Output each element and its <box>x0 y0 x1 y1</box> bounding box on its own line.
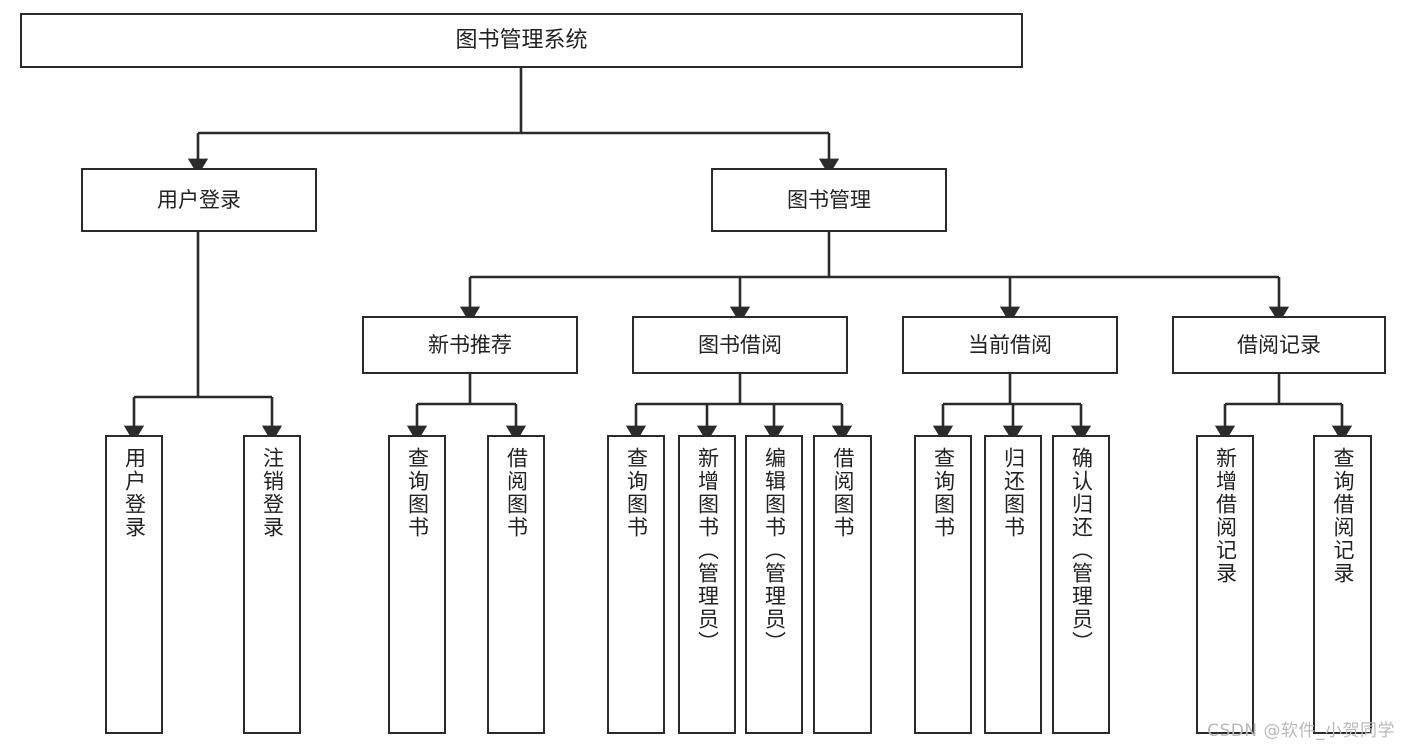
node-label-leaf_add_book: 新增图书（管理员） <box>695 447 720 654</box>
node-book_manage[interactable]: 图书管理 <box>711 168 947 232</box>
node-root[interactable]: 图书管理系统 <box>20 13 1023 68</box>
node-user_login[interactable]: 用户登录 <box>81 168 317 232</box>
node-label-leaf_query_rec: 查询借阅记录 <box>1331 447 1355 585</box>
node-leaf_query_2[interactable]: 查询图书 <box>607 435 665 734</box>
node-book_borrow[interactable]: 图书借阅 <box>632 316 848 374</box>
node-label-leaf_query_3: 查询图书 <box>931 447 956 539</box>
node-label-leaf_add_rec: 新增借阅记录 <box>1213 447 1238 585</box>
node-label-root: 图书管理系统 <box>455 27 588 53</box>
node-new_book_rec[interactable]: 新书推荐 <box>362 316 578 374</box>
node-leaf_query_3[interactable]: 查询图书 <box>914 435 972 734</box>
node-label-leaf_query_2: 查询图书 <box>624 447 649 539</box>
node-label-leaf_query_1: 查询图书 <box>405 447 430 539</box>
node-label-borrow_record: 借阅记录 <box>1237 332 1321 357</box>
node-label-leaf_return: 归还图书 <box>1001 447 1026 539</box>
node-leaf_add_rec[interactable]: 新增借阅记录 <box>1196 435 1254 734</box>
node-label-current_borrow: 当前借阅 <box>968 332 1052 357</box>
node-leaf_add_book[interactable]: 新增图书（管理员） <box>678 435 736 734</box>
node-label-book_manage: 图书管理 <box>787 187 871 212</box>
node-label-new_book_rec: 新书推荐 <box>428 332 512 357</box>
node-leaf_query_rec[interactable]: 查询借阅记录 <box>1313 435 1372 734</box>
watermark-text: CSDN @软件_小贺同学 <box>1207 721 1395 741</box>
node-leaf_borrow_1[interactable]: 借阅图书 <box>487 435 545 734</box>
node-label-leaf_user_login: 用户登录 <box>122 447 147 539</box>
node-leaf_edit_book[interactable]: 编辑图书（管理员） <box>745 435 803 734</box>
node-label-leaf_borrow_1: 借阅图书 <box>504 447 529 539</box>
node-current_borrow[interactable]: 当前借阅 <box>902 316 1118 374</box>
node-leaf_query_1[interactable]: 查询图书 <box>388 435 446 734</box>
node-label-leaf_edit_book: 编辑图书（管理员） <box>762 447 787 654</box>
node-label-leaf_confirm: 确认归还（管理员） <box>1069 447 1094 654</box>
node-borrow_record[interactable]: 借阅记录 <box>1172 316 1386 374</box>
node-leaf_user_login[interactable]: 用户登录 <box>105 435 163 734</box>
node-label-leaf_borrow_2: 借阅图书 <box>831 447 855 539</box>
node-leaf_confirm[interactable]: 确认归还（管理员） <box>1052 435 1110 734</box>
node-label-book_borrow: 图书借阅 <box>698 332 782 357</box>
node-leaf_logout[interactable]: 注销登录 <box>243 435 301 734</box>
node-label-leaf_logout: 注销登录 <box>260 447 285 539</box>
node-leaf_borrow_2[interactable]: 借阅图书 <box>813 435 872 734</box>
node-leaf_return[interactable]: 归还图书 <box>984 435 1042 734</box>
node-label-user_login: 用户登录 <box>157 187 241 212</box>
